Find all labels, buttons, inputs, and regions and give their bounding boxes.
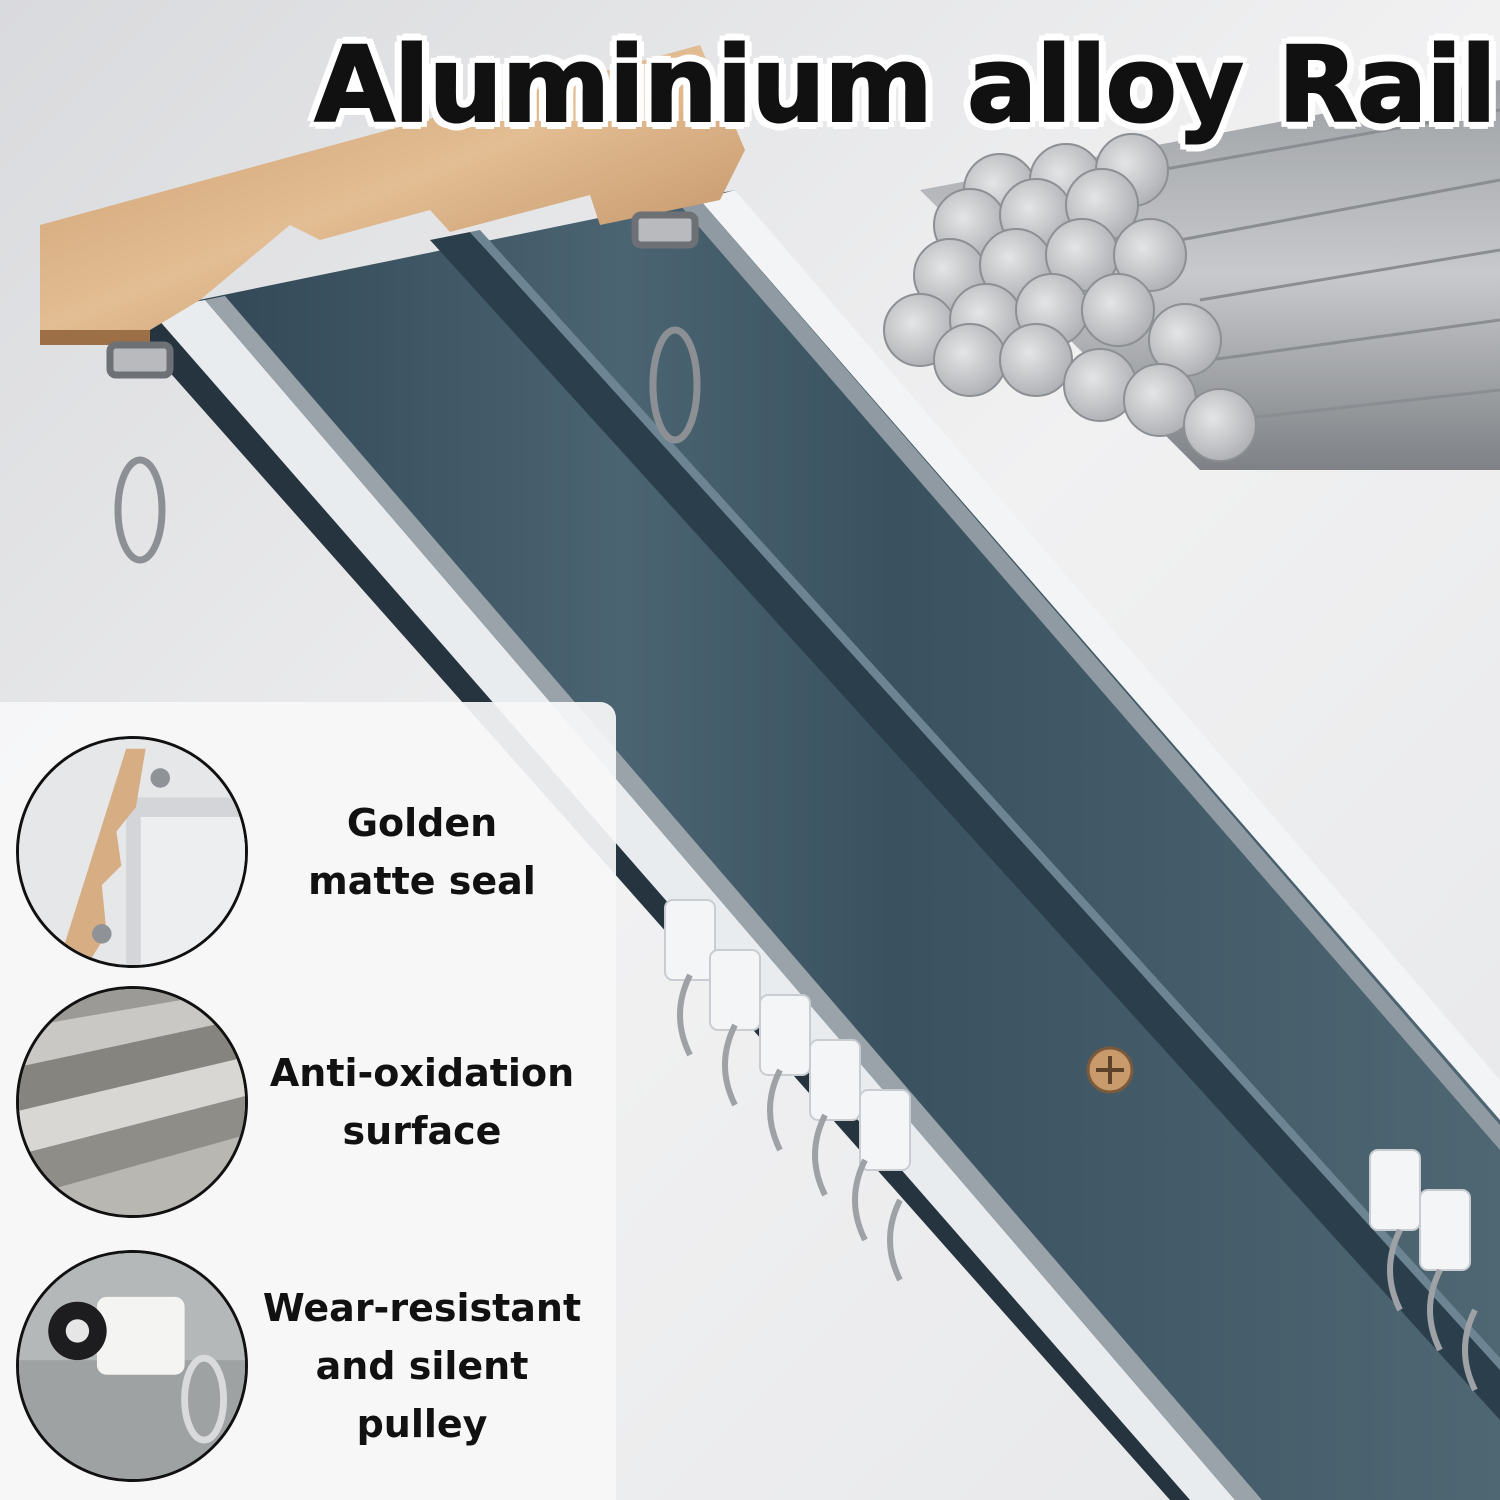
silent-pulley-line-1: Wear-resistant — [262, 1286, 582, 1330]
feature-silent-pulley: Wear-resistant and silent pulley — [16, 1250, 596, 1482]
glider-hooks-lower — [664, 899, 1478, 1392]
golden-seal-thumbnail — [16, 736, 248, 968]
aluminium-rods-bundle — [883, 80, 1500, 470]
anti-oxidation-line-1: Anti-oxidation — [269, 1051, 575, 1095]
golden-seal-line-1: Golden — [346, 801, 498, 845]
anti-oxidation-thumbnail — [16, 986, 248, 1218]
silent-pulley-label: Wear-resistant and silent pulley — [252, 1250, 592, 1482]
silent-pulley-thumbnail — [16, 1250, 248, 1482]
headline-title: Aluminium alloy Rail — [314, 23, 1498, 147]
golden-seal-line-2: matte seal — [308, 859, 536, 903]
hooks-top — [106, 211, 701, 564]
feature-golden-seal: Golden matte seal — [16, 736, 596, 968]
golden-seal-label: Golden matte seal — [252, 736, 592, 968]
feature-anti-oxidation: Anti-oxidation surface — [16, 986, 596, 1218]
silent-pulley-line-2: and silent — [315, 1344, 529, 1388]
anti-oxidation-line-2: surface — [342, 1109, 502, 1153]
anti-oxidation-label: Anti-oxidation surface — [252, 986, 592, 1218]
features-panel: Golden matte seal Anti-oxidation surface — [0, 702, 616, 1500]
golden-end-cap — [40, 45, 745, 345]
silent-pulley-line-3: pulley — [356, 1402, 488, 1446]
mounting-screw — [1086, 1046, 1134, 1094]
